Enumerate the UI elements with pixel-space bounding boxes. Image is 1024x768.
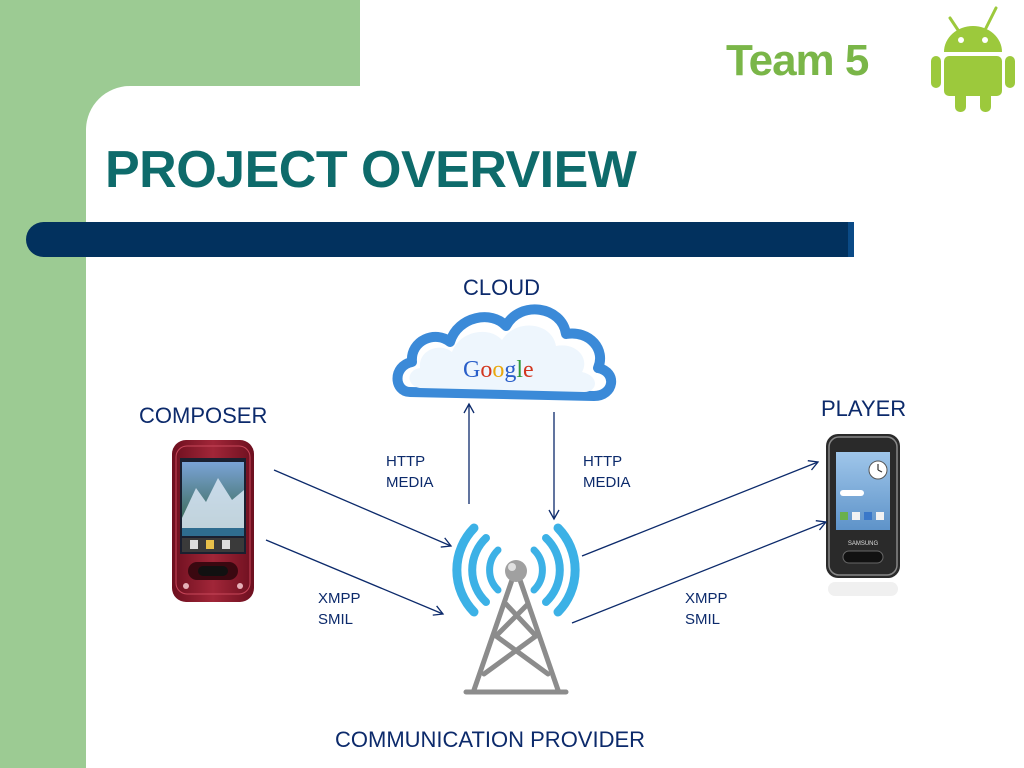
team-label: Team 5 xyxy=(726,36,869,85)
player-label: PLAYER xyxy=(821,396,907,421)
communication-tower-icon xyxy=(452,523,580,695)
arrow-provider-to-player-xmpp xyxy=(571,520,828,624)
samsung-brand-label: SAMSUNG xyxy=(848,541,879,547)
title-underline-bar xyxy=(26,222,854,257)
arrow-provider-to-player-http xyxy=(581,460,820,557)
google-logo: Google xyxy=(463,357,534,383)
content-panel xyxy=(86,86,1024,768)
composer-phone-icon xyxy=(172,440,254,602)
arrow-composer-xmpp xyxy=(265,539,445,616)
cloud-label: CLOUD xyxy=(463,275,541,300)
player-phone-icon: SAMSUNG xyxy=(826,434,900,596)
composer-label: COMPOSER xyxy=(139,403,268,428)
arrow-composer-http xyxy=(273,469,453,548)
top-white-area xyxy=(360,0,1024,90)
google-cloud-icon: Google xyxy=(392,304,617,401)
android-icon xyxy=(931,6,1015,112)
provider-label: COMMUNICATION PROVIDER xyxy=(335,727,646,752)
page-title: PROJECT OVERVIEW xyxy=(105,141,637,199)
